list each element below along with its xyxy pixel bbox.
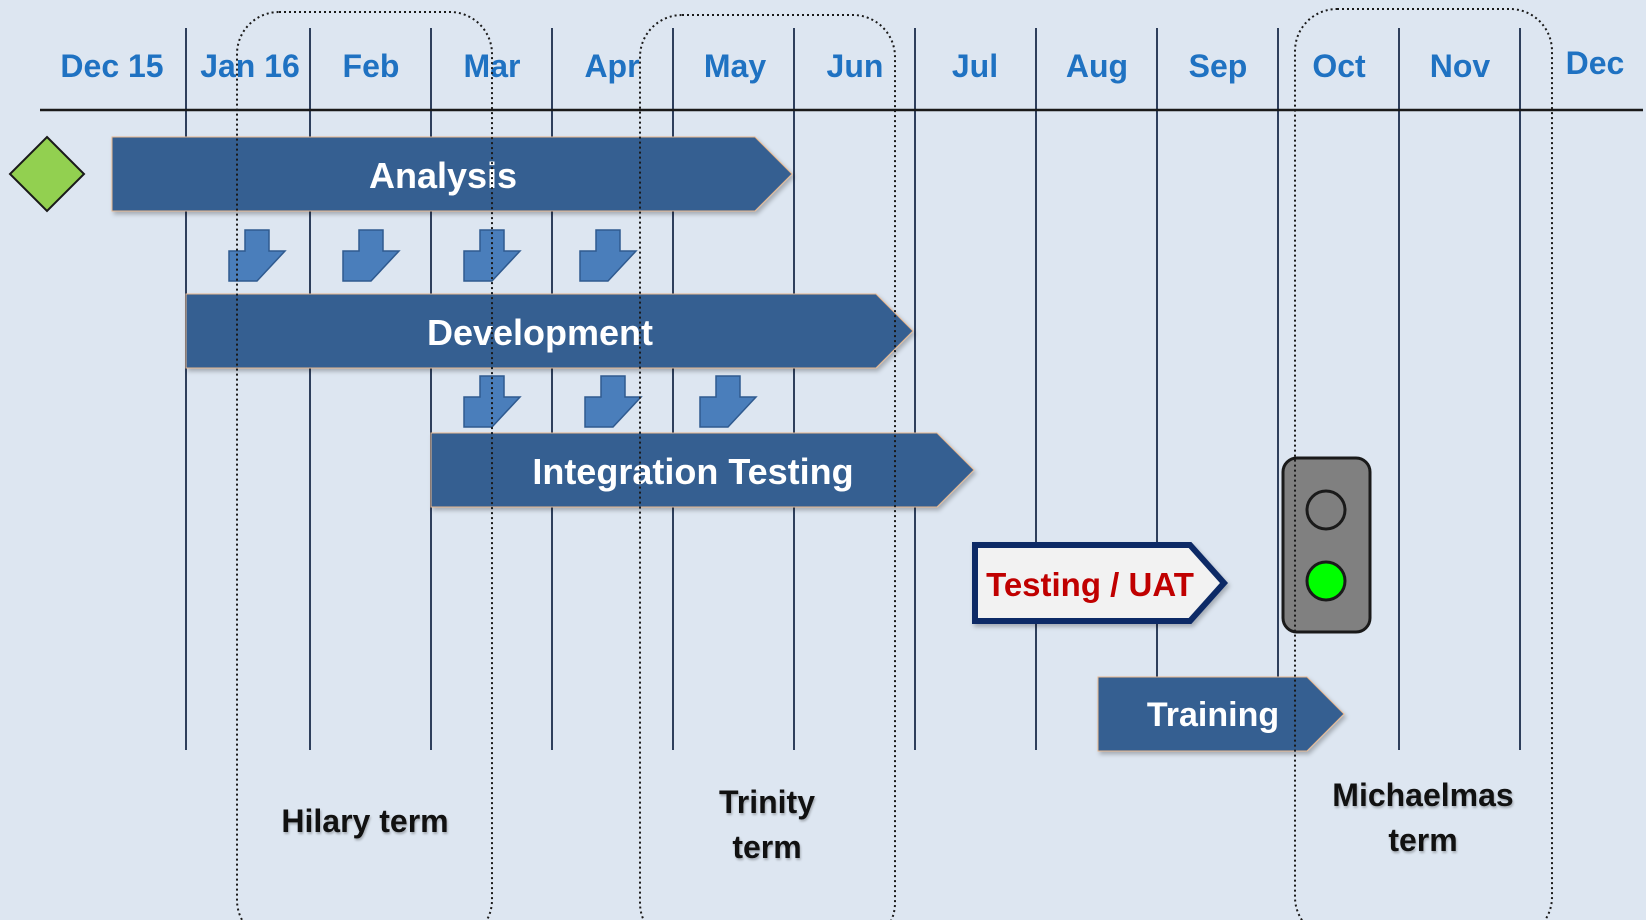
month-label: Dec 15 <box>60 48 163 84</box>
phase-bar-analysis[interactable] <box>111 136 793 212</box>
month-label: Jan 16 <box>200 48 300 84</box>
down-arrow-icon <box>463 375 522 428</box>
month-label: Jul <box>952 48 998 84</box>
month-label: Oct <box>1312 48 1366 84</box>
term-label-trinity-line1: Trinity <box>719 784 815 820</box>
month-label: May <box>704 48 766 84</box>
month-label: Sep <box>1189 48 1248 84</box>
light-green-icon <box>1305 560 1347 602</box>
down-arrow-icon <box>463 229 522 282</box>
month-label: Nov <box>1430 48 1491 84</box>
month-label: Dec <box>1566 45 1625 81</box>
month-labels: Dec 15 Jan 16 Feb Mar Apr May Jun Jul Au… <box>60 45 1624 84</box>
phase-bar-testing-uat[interactable] <box>972 542 1229 624</box>
term-label-trinity-line2: term <box>732 829 801 865</box>
term-label-michaelmas-line2: term <box>1388 822 1457 858</box>
phase-bar-development[interactable] <box>185 293 914 369</box>
phase-bar-training[interactable] <box>1097 676 1345 752</box>
term-label-hilary: Hilary term <box>281 803 448 839</box>
month-label: Aug <box>1066 48 1128 84</box>
traffic-light-icon <box>1281 456 1372 634</box>
term-box-trinity <box>639 14 896 920</box>
down-arrow-icon <box>584 375 643 428</box>
dependency-arrows <box>228 229 758 428</box>
phase-bar-integration-testing[interactable] <box>430 432 975 508</box>
down-arrow-icon <box>579 229 638 282</box>
down-arrow-icon <box>228 229 287 282</box>
phase-label-analysis: Analysis <box>369 155 517 196</box>
month-gridlines <box>185 28 1521 750</box>
term-boxes <box>236 8 1553 920</box>
term-labels: Hilary term Trinity term Michaelmas term <box>281 777 1513 865</box>
month-label: Apr <box>584 48 639 84</box>
down-arrow-icon <box>342 229 401 282</box>
phase-label-development: Development <box>427 312 653 353</box>
down-arrow-icon <box>699 375 758 428</box>
term-box-hilary <box>236 11 493 920</box>
month-label: Feb <box>343 48 400 84</box>
term-label-michaelmas-line1: Michaelmas <box>1332 777 1513 813</box>
light-off-icon <box>1305 489 1347 531</box>
milestone-diamond-icon <box>8 135 86 213</box>
month-label: Jun <box>827 48 884 84</box>
term-box-michaelmas <box>1294 8 1553 920</box>
phase-label-testing-uat: Testing / UAT <box>986 566 1194 603</box>
phase-label-integration-testing: Integration Testing <box>532 451 853 492</box>
phase-label-training: Training <box>1147 696 1279 734</box>
